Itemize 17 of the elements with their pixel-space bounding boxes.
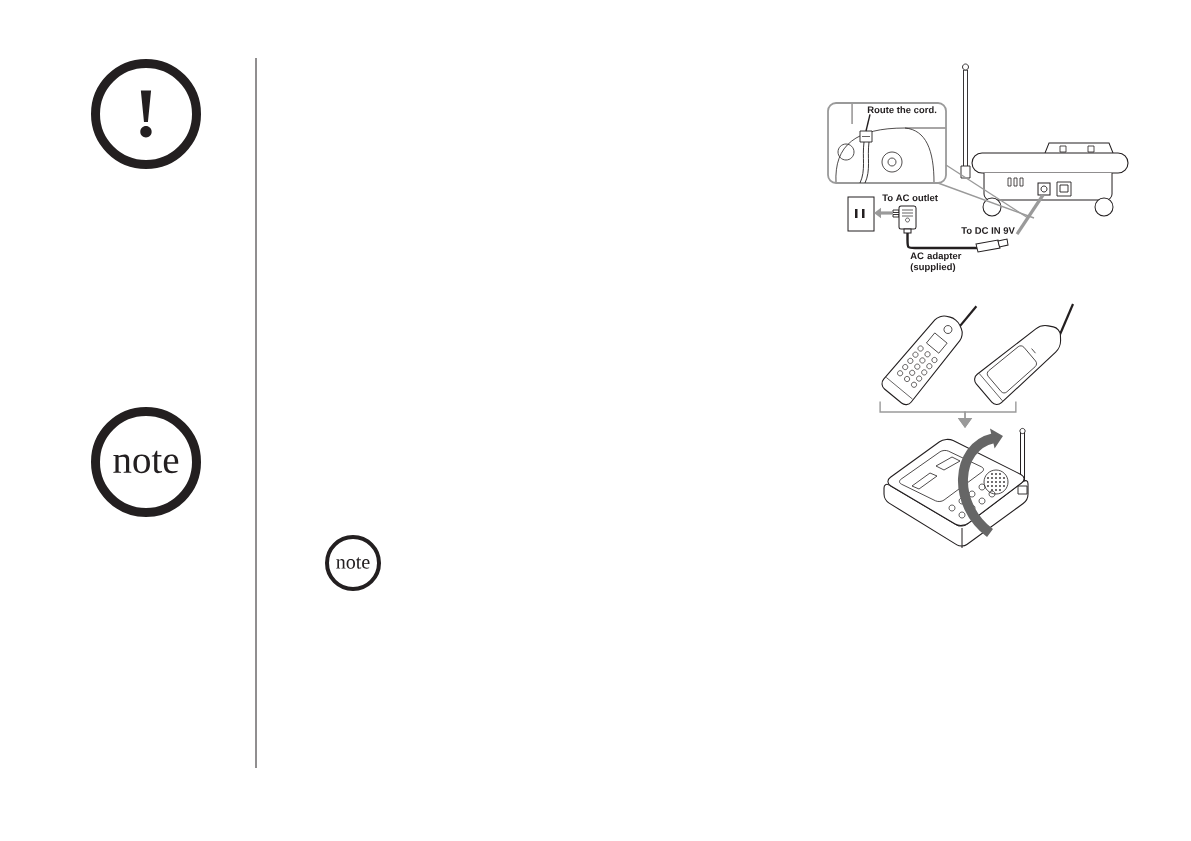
detail-inset: [827, 102, 947, 184]
leader-line: [1015, 194, 1045, 235]
callout-label: To DC IN 9V: [961, 227, 1015, 234]
charging-base-drawing: [883, 427, 1029, 549]
ac-adapter-drawing: [892, 205, 917, 234]
callout-label: AC adapter (supplied): [910, 252, 962, 273]
base-unit-drawing: [960, 63, 1129, 217]
dc-jack: [1037, 182, 1051, 196]
zoom-line: [937, 182, 1035, 219]
wall-outlet-drawing: [847, 196, 875, 232]
callout-label: Route the cord.: [867, 106, 937, 114]
zoom-line: [945, 164, 1029, 219]
callout-label: To AC outlet: [882, 194, 938, 202]
leader-line: [865, 113, 871, 132]
cord-clip-drawing: [859, 130, 873, 184]
handset-drawing: [881, 305, 978, 406]
handset-drawing: [974, 303, 1075, 406]
